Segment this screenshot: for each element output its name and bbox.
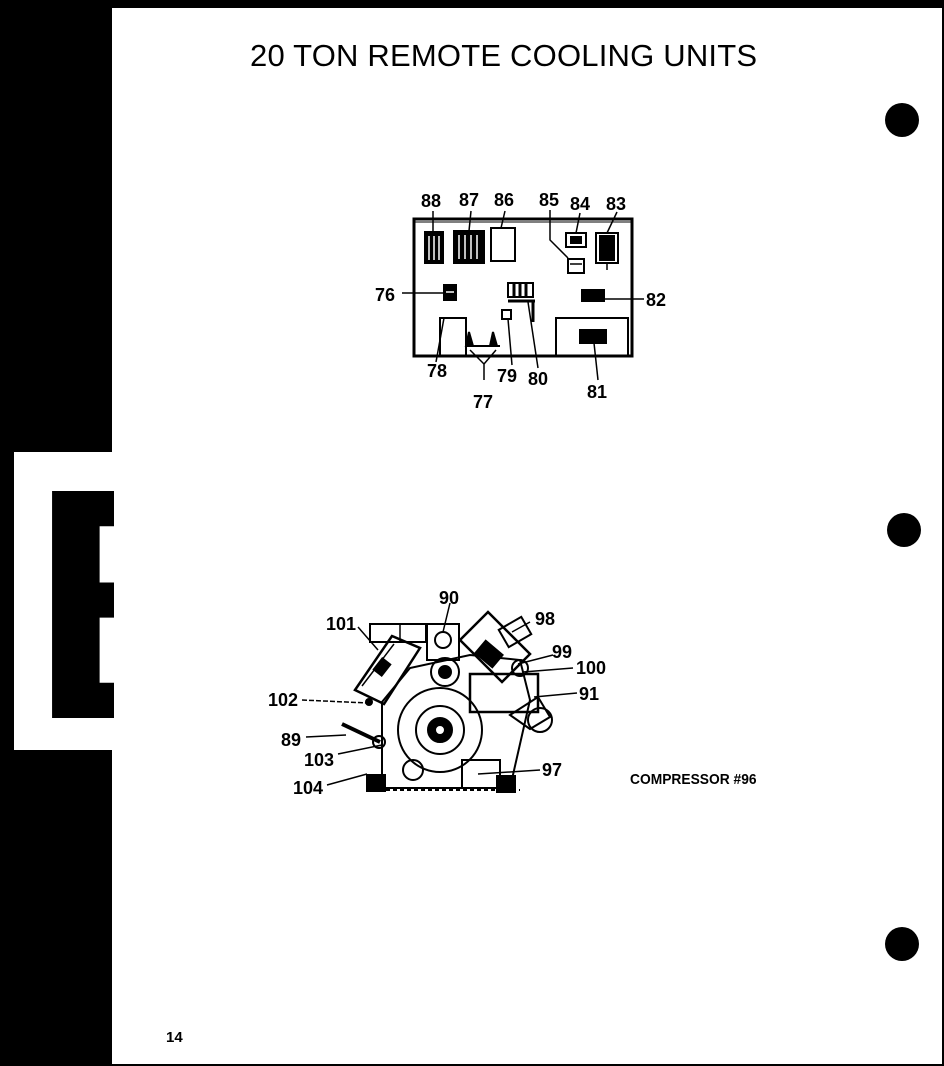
callout-85: 85 xyxy=(539,190,560,210)
callout-104: 104 xyxy=(293,778,324,798)
callout-84: 84 xyxy=(570,194,591,214)
callout-80: 80 xyxy=(528,369,549,389)
callout-86: 86 xyxy=(494,190,515,210)
callout-88: 88 xyxy=(421,191,442,211)
control-box-drawing xyxy=(402,210,644,381)
callout-83: 83 xyxy=(606,194,627,214)
callout-102: 102 xyxy=(268,690,299,710)
callout-101: 101 xyxy=(326,614,357,634)
callout-77: 77 xyxy=(473,392,494,412)
callout-97: 97 xyxy=(542,760,563,780)
callout-99: 99 xyxy=(552,642,573,662)
callout-103: 103 xyxy=(304,750,335,770)
callout-76: 76 xyxy=(375,285,396,305)
binder-hole-bottom xyxy=(885,927,919,961)
binder-hole-top xyxy=(885,103,919,137)
compressor-caption: COMPRESSOR #96 xyxy=(630,771,757,788)
callout-98: 98 xyxy=(535,609,556,629)
binder-hole-middle xyxy=(887,513,921,547)
catalog-page xyxy=(112,8,942,1064)
callout-82: 82 xyxy=(646,290,667,310)
callout-78: 78 xyxy=(427,361,448,381)
callout-90: 90 xyxy=(439,588,460,608)
callout-81: 81 xyxy=(587,382,608,402)
callout-87: 87 xyxy=(459,190,480,210)
callout-91: 91 xyxy=(579,684,600,704)
callout-89: 89 xyxy=(281,730,302,750)
section-tab xyxy=(14,452,114,750)
callout-100: 100 xyxy=(576,658,607,678)
page-title: 20 TON REMOTE COOLING UNITS xyxy=(250,38,758,73)
page-number: 14 xyxy=(166,1029,183,1046)
callout-79: 79 xyxy=(497,366,518,386)
section-tab-letter: B xyxy=(30,454,114,754)
compressor-drawing xyxy=(301,602,578,793)
